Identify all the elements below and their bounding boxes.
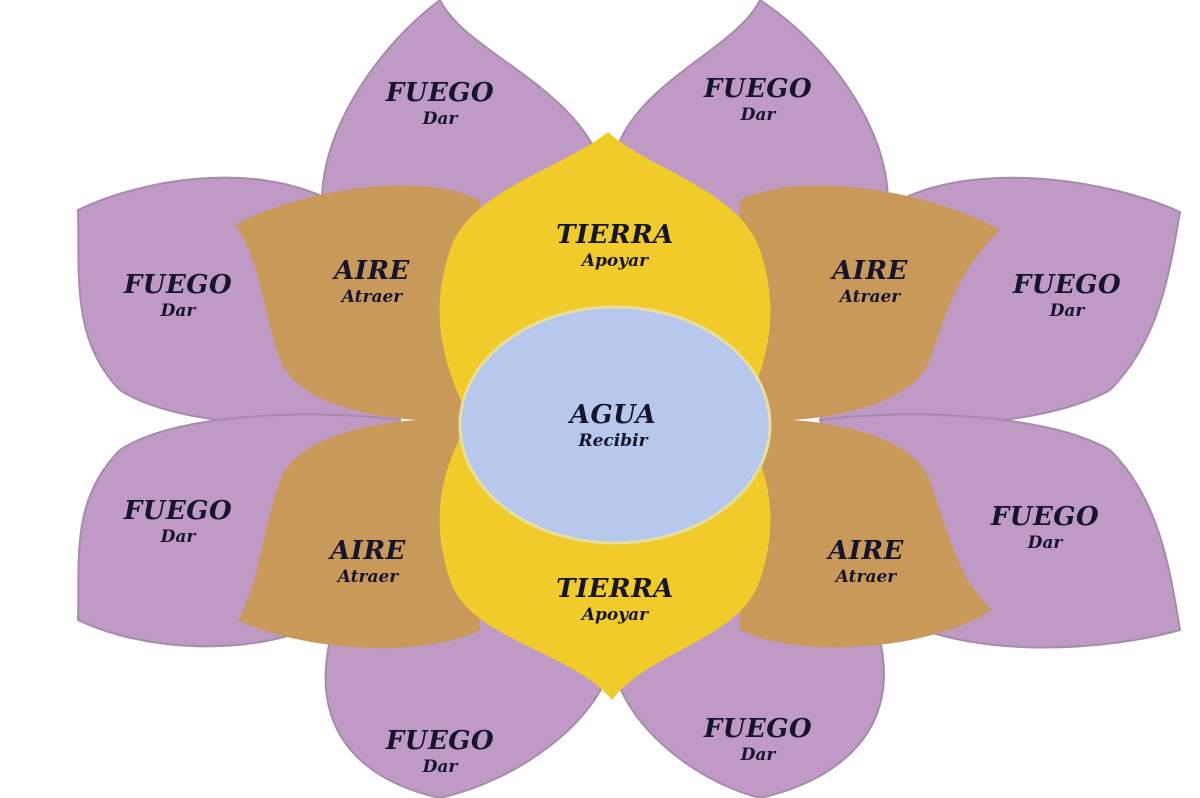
petal-aire-lower-left: [238, 419, 480, 649]
petal-aire-upper-right: [740, 185, 1000, 421]
petal-aire-upper-left: [235, 185, 480, 421]
agua-center: [458, 305, 772, 545]
aire-petals: [235, 185, 1000, 649]
petal-aire-lower-right: [740, 419, 992, 648]
